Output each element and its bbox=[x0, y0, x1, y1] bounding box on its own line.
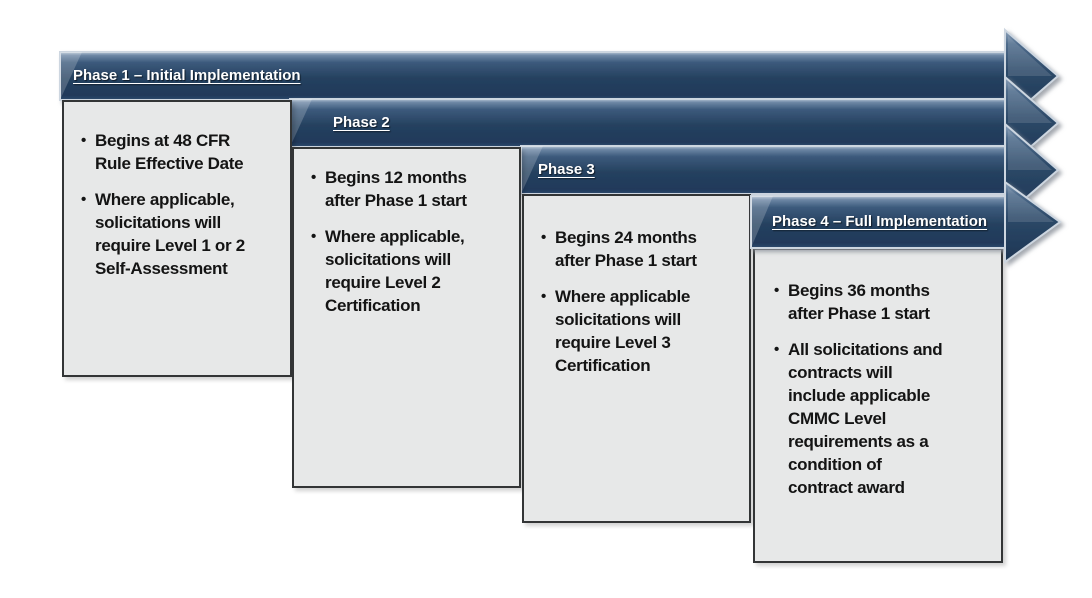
bullet-item: Where applicable, solicitations will req… bbox=[304, 225, 515, 317]
phase-4-bullet-list: Begins 36 months after Phase 1 start All… bbox=[767, 279, 997, 499]
bullet-item: Where applicable solicitations will requ… bbox=[534, 285, 745, 377]
phase-4-arrow bbox=[750, 180, 1062, 264]
phase-4-banner-title: Phase 4 – Full Implementation bbox=[772, 213, 988, 230]
phase-1-banner-title: Phase 1 – Initial Implementation bbox=[73, 67, 301, 84]
bullet-item: Begins at 48 CFR Rule Effective Date bbox=[74, 129, 286, 175]
phase-2-banner-title: Phase 2 bbox=[333, 114, 390, 131]
bullet-item: Begins 36 months after Phase 1 start bbox=[767, 279, 997, 325]
phase-2-arrow bbox=[289, 74, 1060, 172]
bullet-item: All solicitations and contracts will inc… bbox=[767, 338, 997, 499]
phase-1-arrow bbox=[59, 27, 1060, 125]
bullet-item: Begins 24 months after Phase 1 start bbox=[534, 226, 745, 272]
phase-3-banner-title: Phase 3 bbox=[538, 161, 595, 178]
phase-2-detail-box: Begins 12 months after Phase 1 start Whe… bbox=[292, 147, 521, 488]
phase-1-detail-box: Begins at 48 CFR Rule Effective Date Whe… bbox=[62, 100, 292, 377]
phase-4-detail-box: Begins 36 months after Phase 1 start All… bbox=[753, 248, 1003, 563]
bullet-item: Begins 12 months after Phase 1 start bbox=[304, 166, 515, 212]
phase-1-bullet-list: Begins at 48 CFR Rule Effective Date Whe… bbox=[74, 129, 286, 280]
phase-3-bullet-list: Begins 24 months after Phase 1 start Whe… bbox=[534, 226, 745, 377]
bullet-item: Where applicable, solicitations will req… bbox=[74, 188, 286, 280]
phase-3-detail-box: Begins 24 months after Phase 1 start Whe… bbox=[522, 194, 751, 523]
phase-2-bullet-list: Begins 12 months after Phase 1 start Whe… bbox=[304, 166, 515, 317]
